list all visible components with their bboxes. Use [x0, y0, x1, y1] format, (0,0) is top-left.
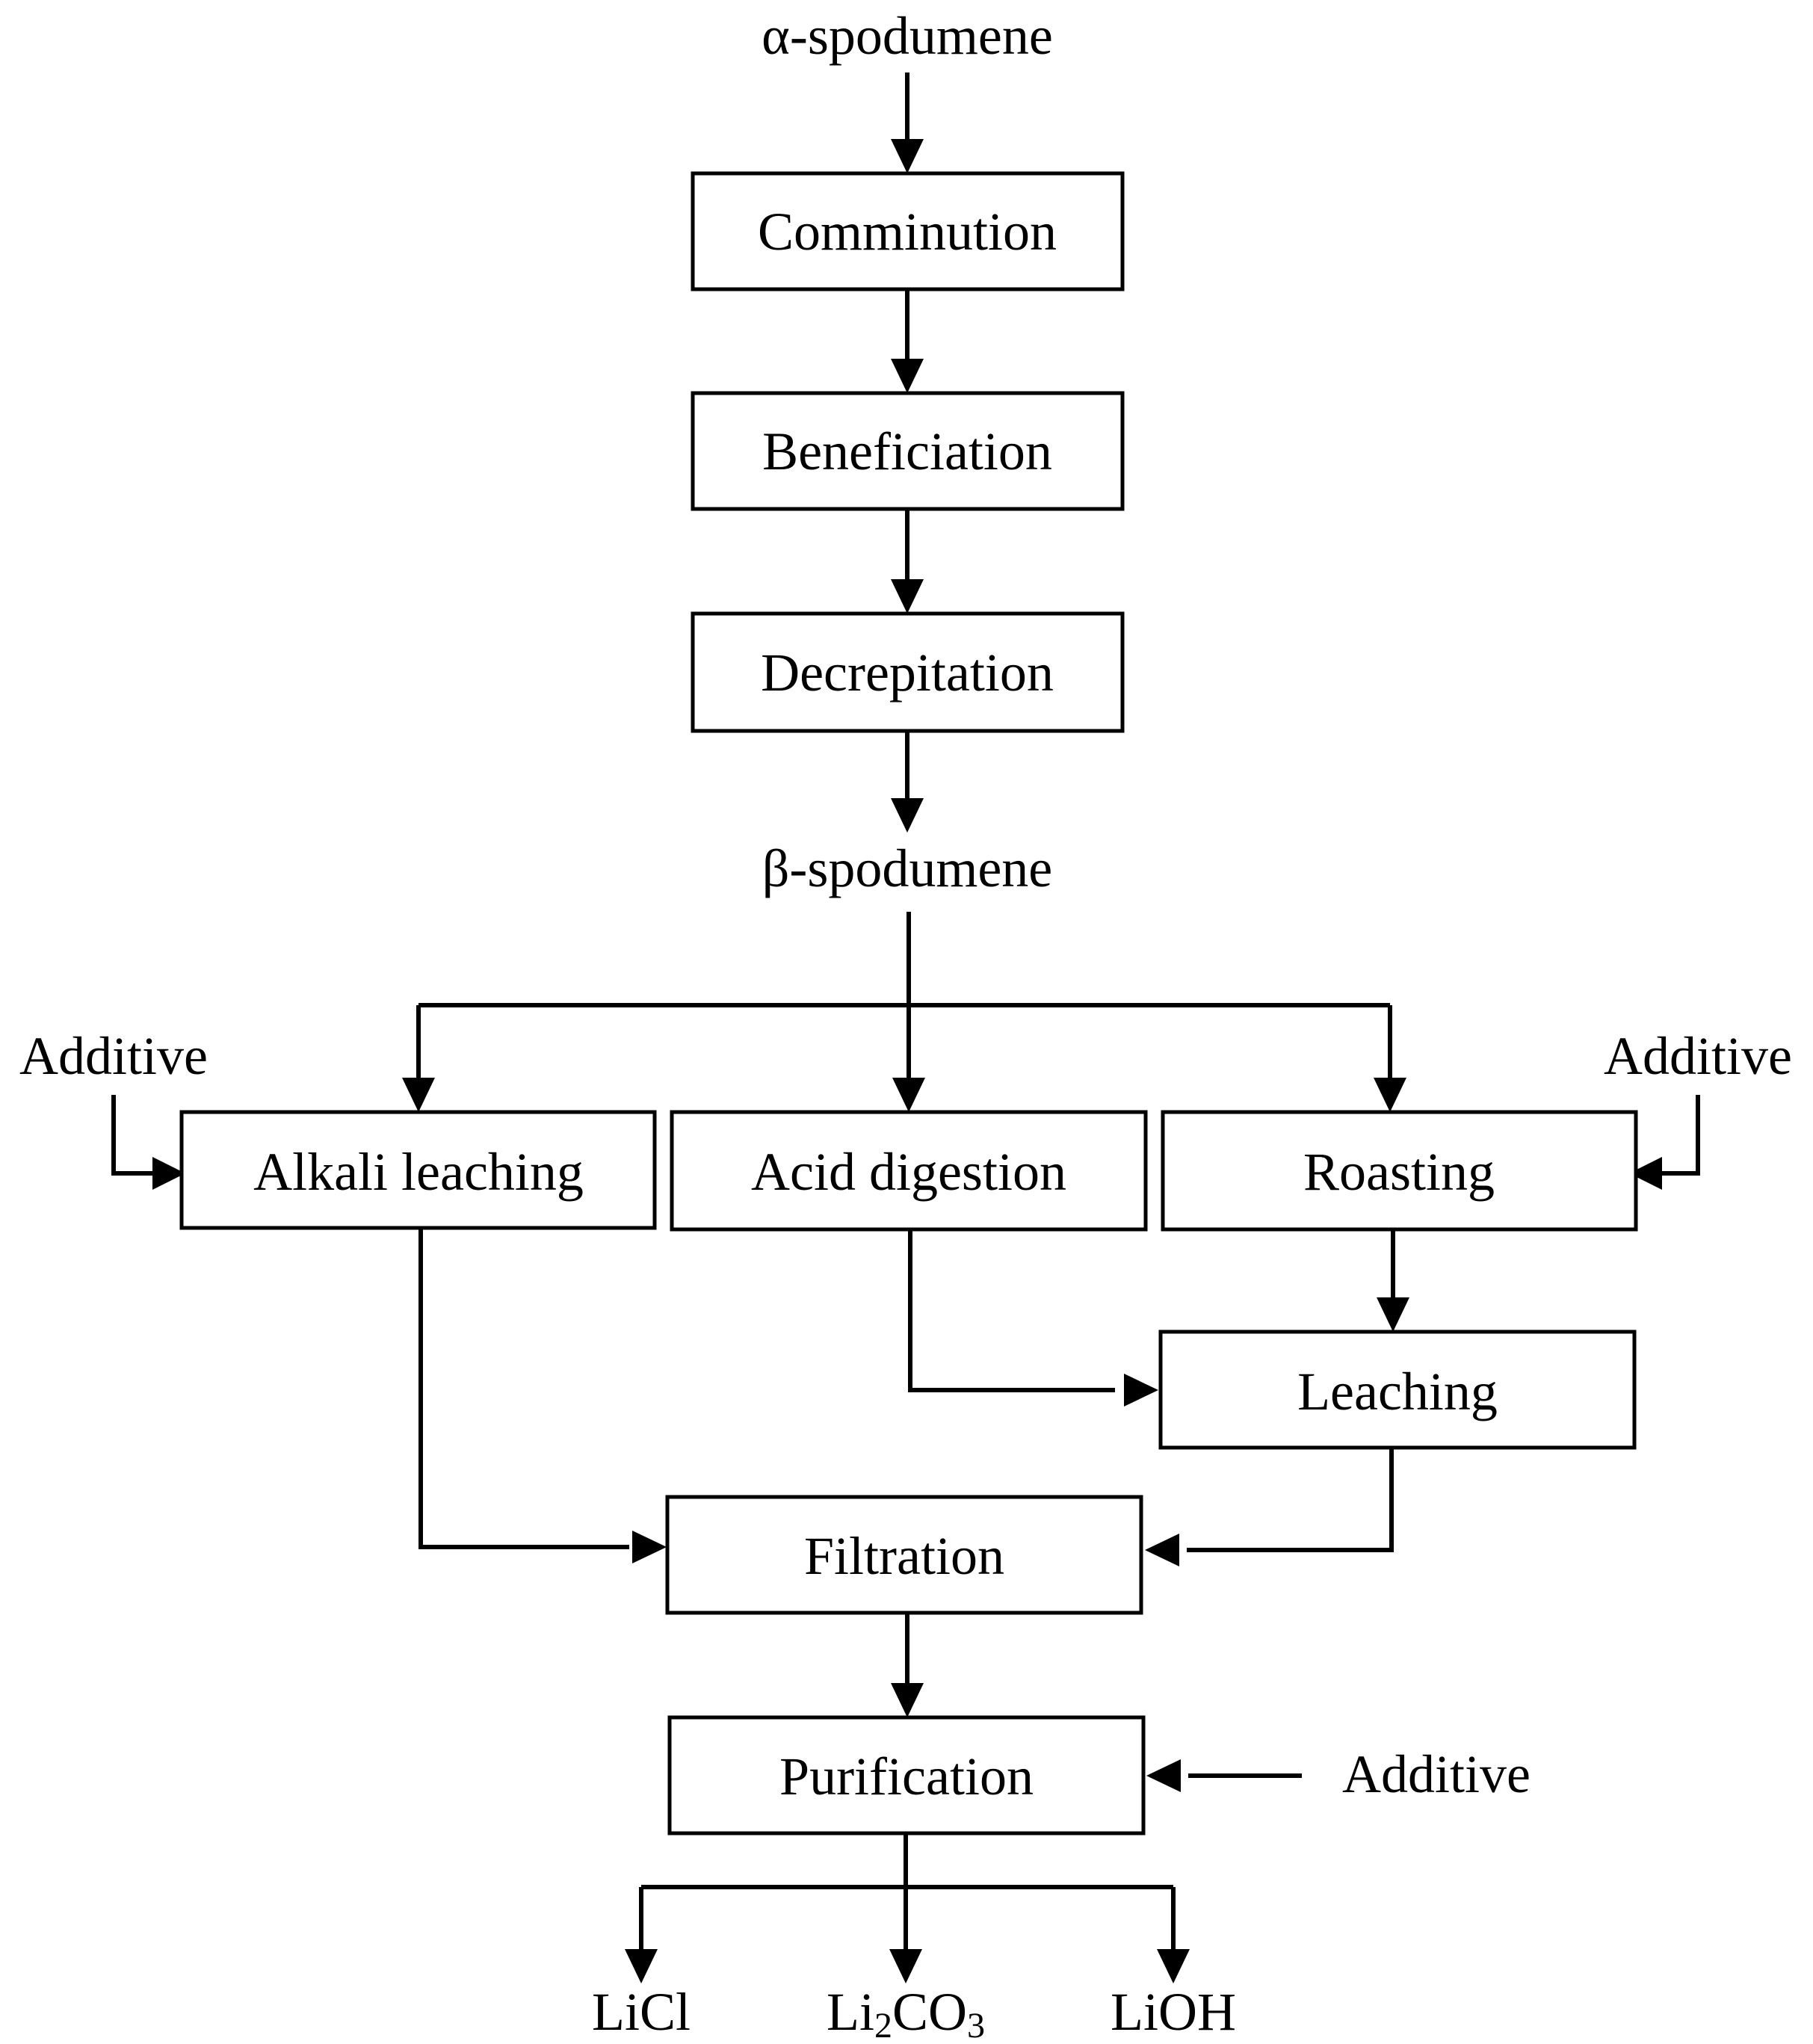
label-li2co3: Li2CO3 — [827, 1982, 985, 2044]
li2co3-co: CO — [892, 1982, 967, 2042]
box-beneficiation — [691, 391, 1125, 511]
label-additive-purification: Additive — [1342, 1744, 1531, 1804]
arrowhead — [891, 359, 924, 393]
box-purification — [667, 1715, 1146, 1835]
label-comminution: Comminution — [758, 202, 1057, 262]
li2co3-sub-2: 2 — [874, 2006, 892, 2044]
box-roasting — [1161, 1110, 1638, 1232]
arrowhead — [1377, 1297, 1409, 1332]
arrow-leaching-to-filtration — [1187, 1448, 1394, 1552]
arrow-acid-to-leaching — [908, 1230, 1115, 1392]
arrowhead — [891, 579, 924, 614]
labels: α-spodumene Comminution Beneficiation De… — [19, 6, 1792, 2044]
li2co3-sub-3: 3 — [967, 2006, 985, 2044]
box-leaching — [1158, 1330, 1637, 1450]
arrowhead — [891, 798, 924, 833]
label-lioh: LiOH — [1111, 1982, 1236, 2042]
arrowhead — [632, 1531, 667, 1563]
process-boxes — [179, 171, 1638, 1835]
arrowhead — [1629, 1157, 1662, 1190]
arrowhead — [891, 139, 924, 173]
label-beta-spodumene: β-spodumene — [762, 839, 1053, 898]
arrowhead — [1145, 1534, 1179, 1566]
arrowhead — [1146, 1759, 1181, 1792]
arrowhead — [889, 1949, 922, 1983]
label-roasting: Roasting — [1303, 1142, 1495, 1202]
box-alkali-leaching — [179, 1110, 657, 1230]
box-comminution — [691, 171, 1125, 291]
box-decrepitation — [691, 611, 1125, 733]
label-decrepitation: Decrepitation — [761, 643, 1054, 703]
label-licl: LiCl — [592, 1982, 691, 2042]
box-acid-digestion — [670, 1110, 1148, 1232]
label-beneficiation: Beneficiation — [762, 422, 1052, 481]
arrow-additive-left — [111, 1095, 158, 1176]
arrowhead — [1124, 1374, 1158, 1407]
arrowhead — [625, 1949, 658, 1983]
arrowhead — [891, 1683, 924, 1717]
arrowhead — [1157, 1949, 1190, 1983]
label-additive-right: Additive — [1604, 1026, 1792, 1086]
arrow-additive-right — [1655, 1095, 1700, 1176]
label-additive-left: Additive — [19, 1026, 208, 1086]
arrowheads — [152, 139, 1662, 1983]
box-filtration — [665, 1495, 1143, 1615]
label-acid-digestion: Acid digestion — [751, 1142, 1066, 1202]
label-filtration: Filtration — [804, 1526, 1004, 1586]
label-alkali-leaching: Alkali leaching — [253, 1142, 584, 1202]
label-purification: Purification — [779, 1747, 1034, 1806]
arrowhead — [1374, 1078, 1406, 1112]
label-alpha-spodumene: α-spodumene — [762, 6, 1053, 66]
arrowhead — [892, 1078, 925, 1112]
li2co3-li: Li — [827, 1982, 874, 2042]
connectors — [111, 72, 1700, 1951]
label-leaching: Leaching — [1297, 1362, 1498, 1421]
arrowhead — [402, 1078, 435, 1112]
arrowhead — [152, 1157, 185, 1190]
arrow-alkali-to-filtration — [418, 1226, 629, 1549]
